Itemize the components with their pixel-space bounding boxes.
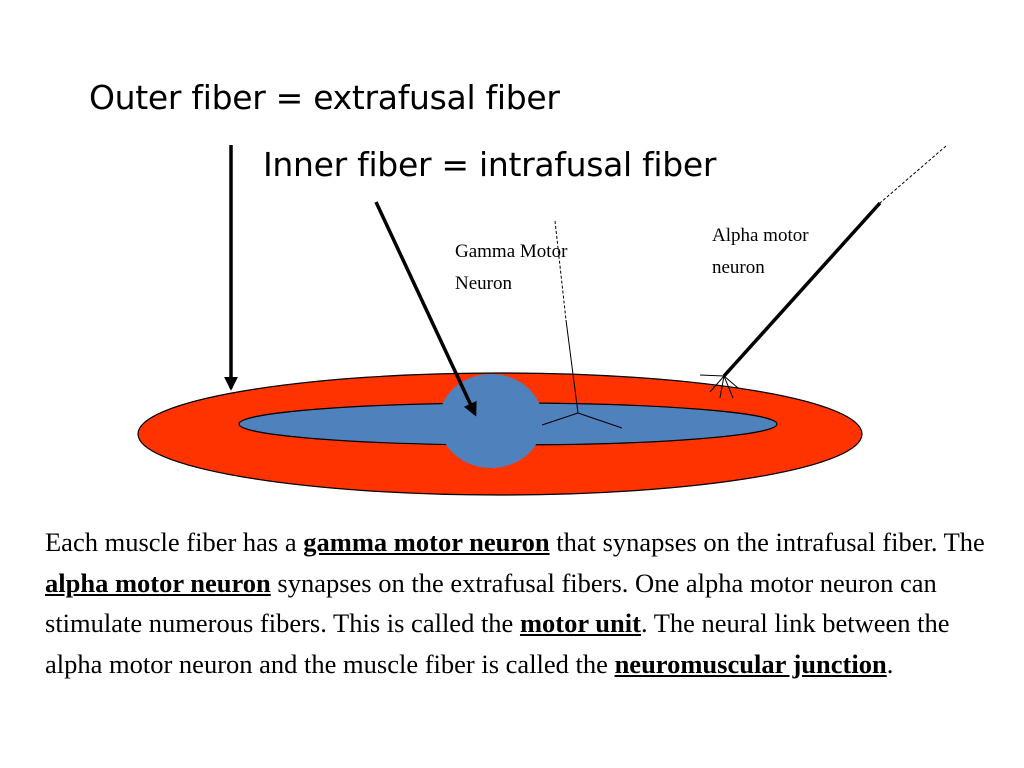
caption-text-5: .	[886, 648, 894, 679]
term-motor-unit: motor unit	[519, 608, 641, 638]
intrafusal-nuclear-bag	[439, 374, 543, 468]
gamma-motor-neuron-label: Gamma Motor Neuron	[455, 236, 615, 300]
caption-text-4: . The neural link between the alpha moto…	[45, 608, 950, 679]
alpha-motor-neuron-axon	[699, 145, 947, 399]
gamma-label-line-2: Neuron	[455, 273, 512, 294]
gamma-label-line-1: Gamma Motor	[455, 241, 568, 262]
term-gamma-motor-neuron: gamma motor neuron	[303, 527, 550, 557]
caption-text-1: Each muscle fiber has a	[45, 527, 304, 557]
alpha-label-line-1: Alpha motor	[712, 225, 809, 246]
inner-fiber-heading: Inner fiber = intrafusal fiber	[263, 145, 717, 184]
alpha-label-line-2: neuron	[712, 257, 765, 278]
caption-text-2: that synapses on the intrafusal fiber. T…	[549, 527, 985, 557]
caption-text-3: synapses on the extrafusal fibers. One a…	[45, 567, 937, 639]
term-alpha-motor-neuron: alpha motor neuron	[45, 567, 271, 598]
gamma-motor-neuron-axon	[541, 220, 623, 429]
term-neuromuscular-junction: neuromuscular junction	[614, 648, 887, 679]
alpha-motor-neuron-label: Alpha motor neuron	[712, 220, 852, 284]
inner-fiber-arrow	[374, 201, 477, 417]
caption-paragraph: Each muscle fiber has a gamma motor neur…	[45, 522, 995, 684]
outer-fiber-heading: Outer fiber = extrafusal fiber	[89, 78, 560, 117]
